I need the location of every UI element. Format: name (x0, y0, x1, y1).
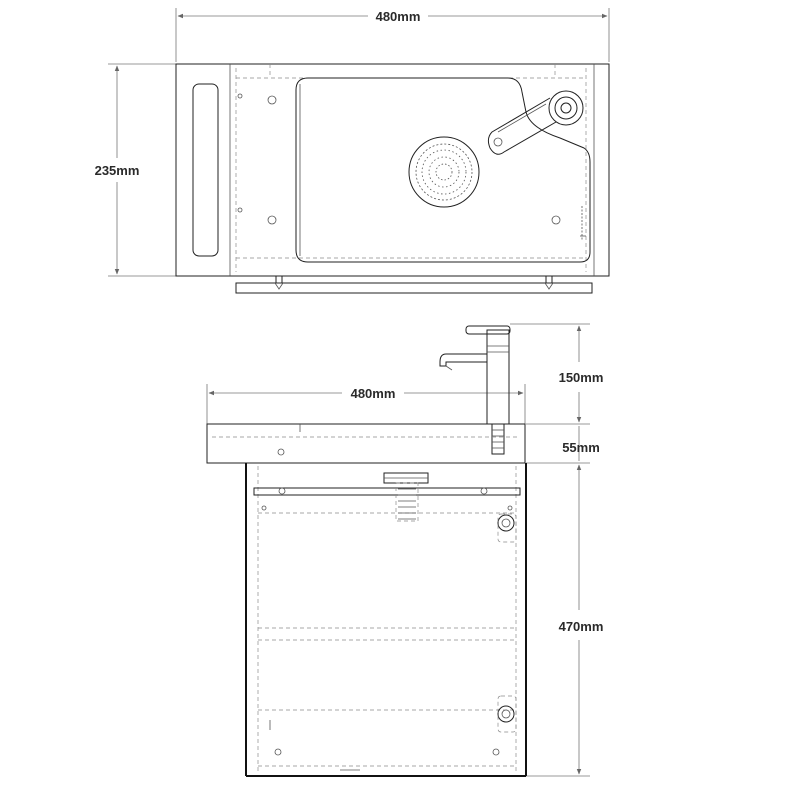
top-width-dimension: 480mm (175, 8, 610, 62)
right-dimensions: 150mm 55mm 470mm (510, 323, 604, 777)
front-width-label: 480mm (351, 386, 396, 401)
front-view: 480mm 150mm 55mm 470mm (206, 323, 604, 777)
tap-top-view (487, 90, 584, 155)
top-depth-label: 235mm (95, 163, 140, 178)
drain-waste-top (408, 136, 480, 208)
soap-tray (192, 83, 219, 257)
drain-waste-front (383, 472, 429, 522)
top-view: 480mm 235mm (95, 8, 610, 294)
towel-rail (253, 487, 521, 496)
top-width-label: 480mm (376, 9, 421, 24)
top-wall-bracket (235, 276, 593, 294)
tap-front-view (439, 325, 511, 455)
front-width-dimension: 480mm (206, 384, 526, 424)
top-mounting-holes (237, 93, 561, 225)
engraving-marks (580, 206, 586, 240)
basin-height-label: 55mm (562, 440, 600, 455)
front-basin (206, 423, 526, 464)
front-cabinet (245, 463, 527, 777)
hinge-lower (497, 695, 517, 733)
hinge-upper (497, 513, 517, 543)
top-depth-dimension: 235mm (95, 63, 176, 277)
cabinet-height-label: 470mm (559, 619, 604, 634)
top-basin-outline (175, 63, 610, 277)
basin-bowl (295, 77, 591, 263)
tap-height-label: 150mm (559, 370, 604, 385)
